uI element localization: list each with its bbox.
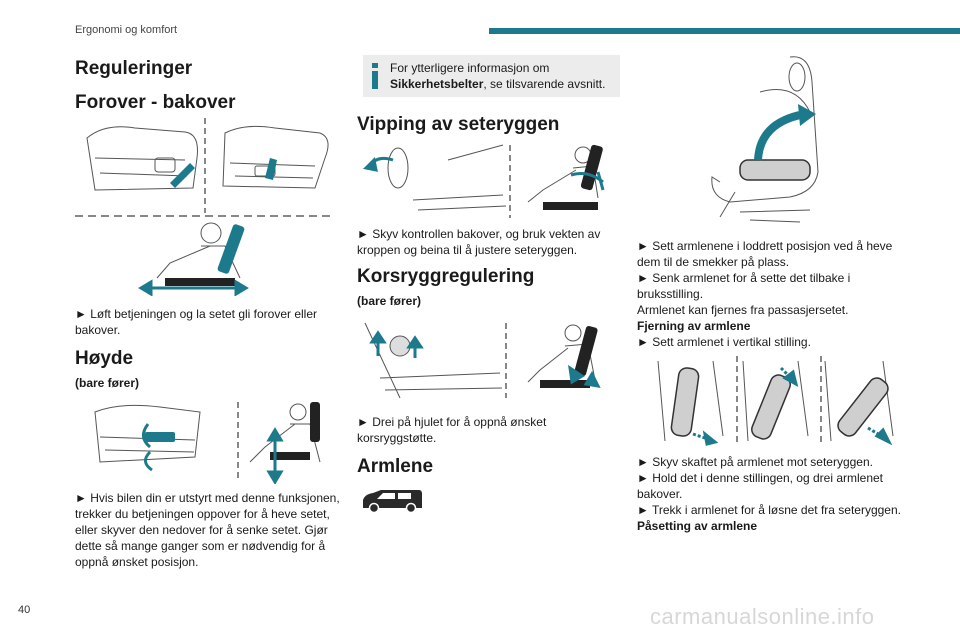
seat-height-illustration xyxy=(94,402,321,484)
armrest-removable-note: Armlenet kan fjernes fra passasjersetet. xyxy=(637,303,849,317)
lumbar-text: ► Drei på hjulet for å oppnå ønsket kors… xyxy=(357,415,547,445)
forward-back-text: ► Løft betjeningen og la setet gli forov… xyxy=(75,307,318,337)
armrest-removal-step-4: ► Trekk i armlenet for å løsne det fra s… xyxy=(637,503,901,517)
armrest-removal-illustration xyxy=(657,356,894,446)
height-subtitle: (bare fører) xyxy=(75,376,140,390)
section-title-lumbar: Korsryggregulering xyxy=(357,266,535,287)
watermark: carmanualsonline.info xyxy=(650,604,875,629)
armrest-removal-steps: ► Skyv skaftet på armlenet mot seterygge… xyxy=(637,454,907,534)
info-note-text: For ytterligere informasjon om Sikkerhet… xyxy=(390,61,606,91)
lumbar-illustration xyxy=(364,322,601,399)
page-title: Reguleringer xyxy=(75,58,193,79)
backrest-tilt-text: ► Skyv kontrollen bakover, og bruk vekte… xyxy=(357,227,601,257)
armrest-removal-step-1: ► Sett armlenet i vertikal stilling. xyxy=(637,335,811,349)
header-accent-bar xyxy=(489,28,960,34)
armrest-instructions: ► Sett armlenene i loddrett posisjon ved… xyxy=(637,238,907,350)
lumbar-subtitle: (bare fører) xyxy=(357,294,422,308)
backrest-tilt-illustration xyxy=(362,144,605,218)
armrest-step-raise: ► Sett armlenene i loddrett posisjon ved… xyxy=(637,239,893,269)
info-note: For ytterligere informasjon om Sikkerhet… xyxy=(363,55,620,97)
armrest-removal-step-3: ► Hold det i denne stillingen, og drei a… xyxy=(637,471,884,501)
armrest-removal-heading: Fjerning av armlene xyxy=(637,319,751,333)
armrest-step-lower: ► Senk armlenet for å sette det tilbake … xyxy=(637,271,851,301)
seat-forward-back-illustration xyxy=(75,118,335,296)
section-title-backrest-tilt: Vipping av seteryggen xyxy=(357,114,560,135)
armrest-fitting-heading: Påsetting av armlene xyxy=(637,519,758,533)
armrest-vertical-illustration xyxy=(711,56,819,223)
height-text: ► Hvis bilen din er utstyrt med denne fu… xyxy=(75,491,340,569)
section-title-height: Høyde xyxy=(75,348,134,369)
armrest-removal-step-2: ► Skyv skaftet på armlenet mot seterygge… xyxy=(637,455,873,469)
running-header: Ergonomi og komfort xyxy=(75,24,178,36)
section-title-armrest: Armlene xyxy=(357,456,434,477)
info-icon xyxy=(372,63,378,89)
van-icon xyxy=(363,490,422,514)
section-title-forward-back: Forover - bakover xyxy=(75,92,236,113)
page-number: 40 xyxy=(18,604,31,616)
